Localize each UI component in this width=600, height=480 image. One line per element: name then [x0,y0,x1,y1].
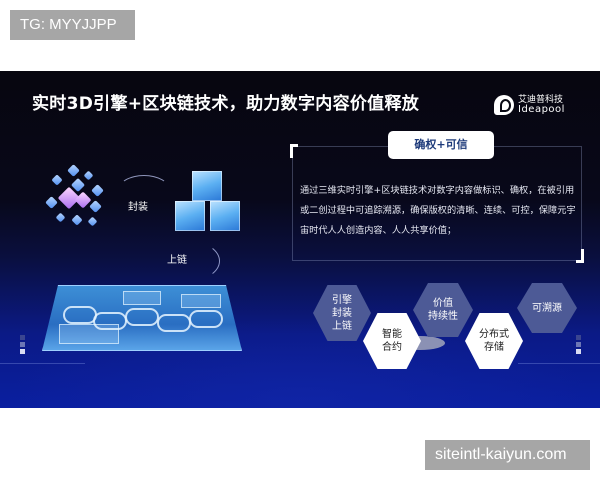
bracket-bottom-right [576,249,584,263]
watermark-bottom: siteintl-kaiyun.com [425,440,590,470]
feature-hex-storage: 分布式 存储 [465,313,523,369]
cube-cluster-icon [45,164,105,231]
step-onchain-label: 上链 [167,255,187,266]
banner-image: 实时3D引擎+区块链技术，助力数字内容价值释放 艾迪普科技 Ideapool 封… [0,71,600,408]
feature-hex-traceable: 可溯源 [517,283,577,333]
decor-line-right [518,363,600,364]
company-logo: 艾迪普科技 Ideapool [494,95,565,115]
blockchain-chain-board-icon [42,285,242,351]
info-panel: 确权+可信 通过三维实时引擎+区块链技术对数字内容做标识、确权，在被引用或二创过… [290,131,584,263]
watermark-top: TG: MYYJJPP [10,10,135,40]
panel-tag: 确权+可信 [388,131,494,159]
encapsulate-arrow [118,175,170,205]
decor-dots-right [576,335,581,356]
feature-hex-smart-contract: 智能 合约 [363,313,421,369]
decor-dots-left [20,335,25,356]
bracket-top-left [290,144,298,158]
logo-name-cn: 艾迪普科技 [518,95,564,105]
banner-title: 实时3D引擎+区块链技术，助力数字内容价值释放 [32,94,420,114]
feature-hex-value: 价值 持续性 [413,283,473,337]
cube-stack-icon [170,171,245,236]
step-encapsulate-label: 封装 [128,202,148,213]
panel-description: 通过三维实时引擎+区块链技术对数字内容做标识、确权，在被引用或二创过程中可追踪溯… [300,185,576,236]
logo-name-en: Ideapool [518,104,565,115]
decor-line-left [0,363,85,364]
ideapool-logo-icon [494,95,514,115]
feature-hex-engine: 引擎 封装 上链 [313,285,371,341]
